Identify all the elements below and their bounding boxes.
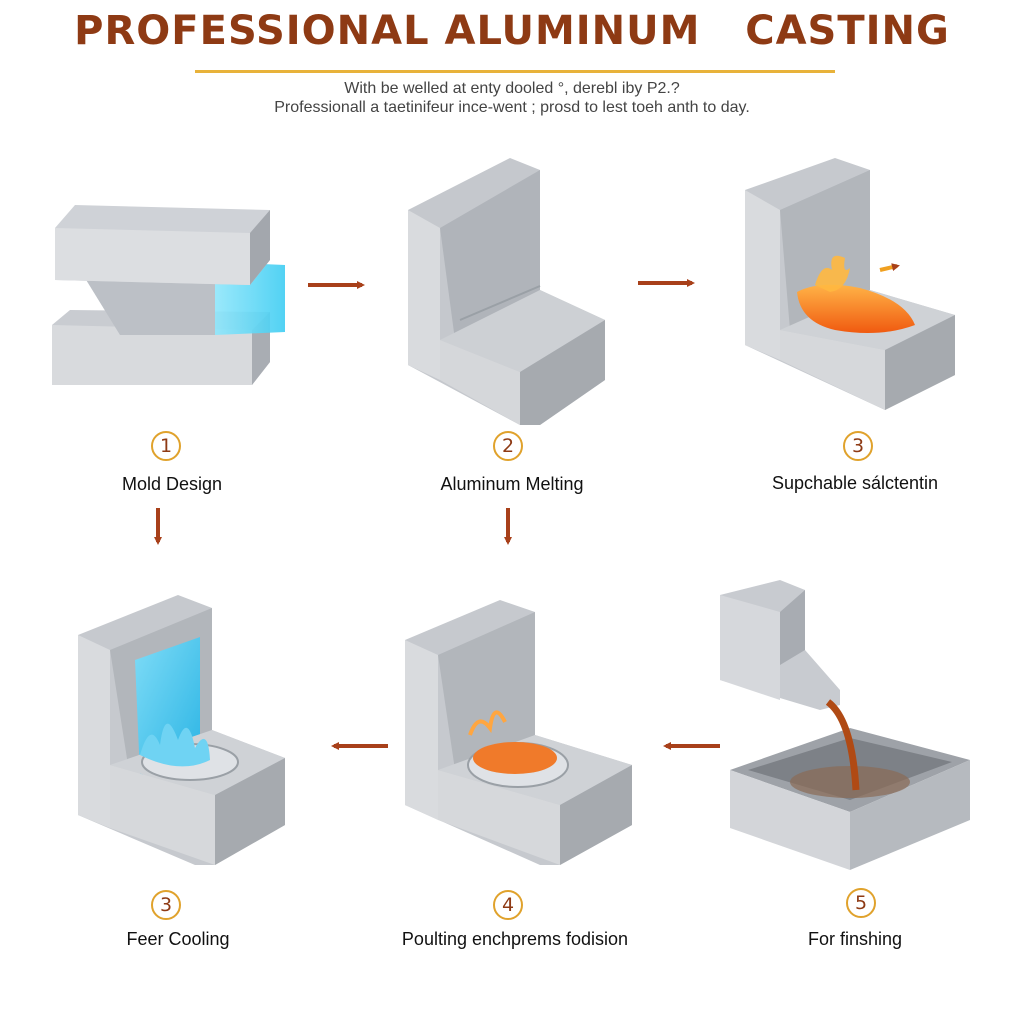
flow-arrows: [154, 279, 720, 750]
step-badge: 3: [843, 431, 873, 461]
solidifying-mold-illustration: [405, 600, 632, 865]
step-label: Aluminum Melting: [440, 474, 584, 494]
step-label: Mold Design: [121, 474, 223, 494]
step-label: For finshing: [807, 929, 903, 949]
cooling-mold-illustration: [78, 595, 285, 865]
step-badge: 2: [493, 431, 523, 461]
step-badge: 3: [151, 890, 181, 920]
step-badge: 5: [846, 888, 876, 918]
molten-mold-illustration: [745, 158, 955, 410]
melting-mold-illustration: [408, 158, 605, 425]
pour-basin-illustration: [720, 580, 970, 870]
title-underline: [195, 70, 835, 73]
step-label: Poulting enchprems fodision: [401, 929, 629, 949]
step-badge: 1: [151, 431, 181, 461]
step-label: Feer Cooling: [126, 929, 230, 949]
page-title: PROFESSIONAL ALUMINUM CASTING: [74, 8, 950, 54]
step-badge: 4: [493, 890, 523, 920]
subtitle-line-2: Professionall a taetinifeur ince-went ; …: [274, 99, 750, 116]
step-label: Supchable sálctentin: [771, 473, 939, 493]
mold-press-illustration: [52, 205, 285, 385]
subtitle-line-1: With be welled at enty dooled °, derebl …: [344, 80, 680, 97]
